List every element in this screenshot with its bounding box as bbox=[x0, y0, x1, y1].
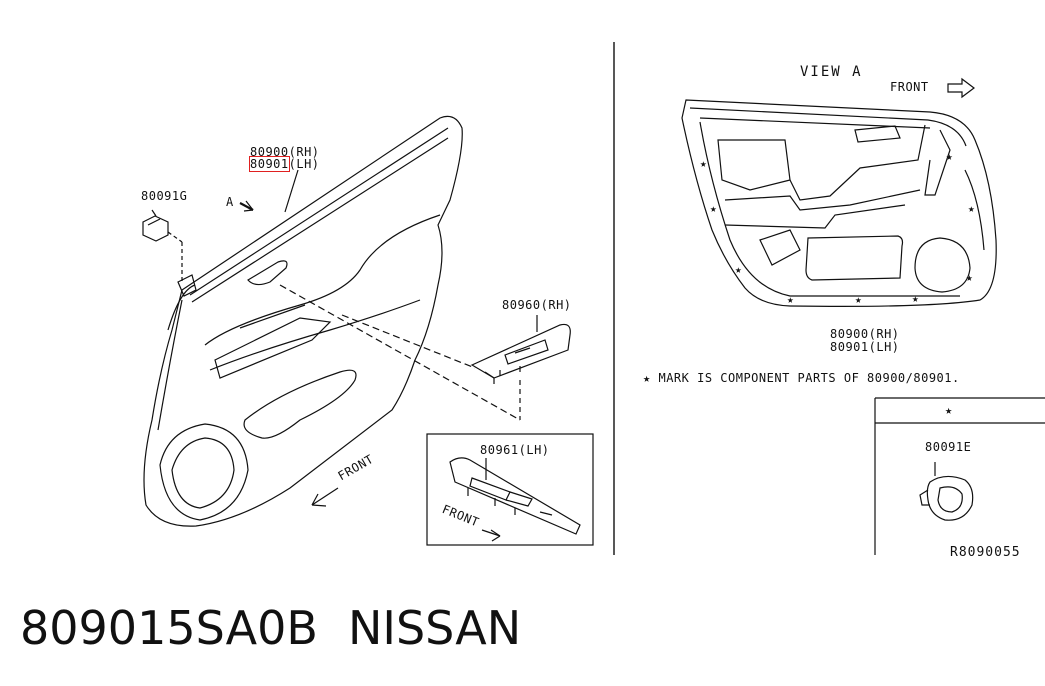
front-arrow-left bbox=[311, 487, 339, 507]
part-label-80900-rh: 80900(RH) bbox=[250, 145, 320, 159]
leader-lines-left bbox=[239, 169, 538, 421]
switch-80960-drawing bbox=[470, 323, 571, 384]
component-table bbox=[874, 397, 1045, 555]
part-label-80961-lh: 80961(LH) bbox=[480, 443, 550, 457]
component-star-marks: ★ ★ ★ ★ ★ ★ ★ ★ ★ bbox=[700, 150, 975, 306]
door-trim-panel-drawing bbox=[143, 115, 463, 527]
reference-code: R8090055 bbox=[950, 545, 1021, 560]
view-a-title: VIEW A bbox=[800, 64, 863, 80]
view-a-panel-drawing bbox=[681, 99, 997, 307]
part-number-title: 809015SA0B bbox=[20, 601, 318, 655]
part-label-80901-lh: 80901(LH) bbox=[249, 156, 320, 172]
part-label-80960-rh: 80960(RH) bbox=[502, 298, 572, 312]
part-number-highlight[interactable]: 80901 bbox=[249, 156, 290, 172]
svg-text:★: ★ bbox=[700, 157, 707, 170]
svg-text:★: ★ bbox=[968, 202, 975, 215]
component-note: ★ MARK IS COMPONENT PARTS OF 80900/80901… bbox=[643, 372, 960, 385]
brand-name: NISSAN bbox=[348, 601, 522, 655]
front-arrow-inset bbox=[481, 529, 501, 542]
clip-80091g-drawing bbox=[142, 209, 183, 282]
clip-80091e-drawing bbox=[919, 462, 974, 521]
svg-text:★: ★ bbox=[710, 202, 717, 215]
part-label-80901-lh-right: 80901(LH) bbox=[830, 340, 900, 354]
svg-text:★: ★ bbox=[787, 293, 794, 306]
front-label-right: FRONT bbox=[890, 80, 929, 94]
inset-box-80961 bbox=[426, 433, 594, 546]
table-header-star: ★ bbox=[945, 403, 953, 417]
part-label-80091e: 80091E bbox=[925, 440, 972, 454]
svg-text:★: ★ bbox=[912, 292, 919, 305]
view-a-marker: A bbox=[226, 195, 234, 209]
part-label-80091g: 80091G bbox=[141, 189, 188, 203]
svg-text:★: ★ bbox=[735, 263, 742, 276]
component-note-text: MARK IS COMPONENT PARTS OF 80900/80901. bbox=[658, 371, 960, 385]
svg-text:★: ★ bbox=[855, 293, 862, 306]
part-side-lh: (LH) bbox=[288, 157, 320, 171]
part-label-80900-rh-right: 80900(RH) bbox=[830, 327, 900, 341]
front-arrow-right bbox=[947, 77, 975, 99]
svg-text:★: ★ bbox=[966, 271, 973, 284]
svg-text:★: ★ bbox=[946, 150, 953, 163]
star-icon: ★ bbox=[643, 371, 651, 385]
